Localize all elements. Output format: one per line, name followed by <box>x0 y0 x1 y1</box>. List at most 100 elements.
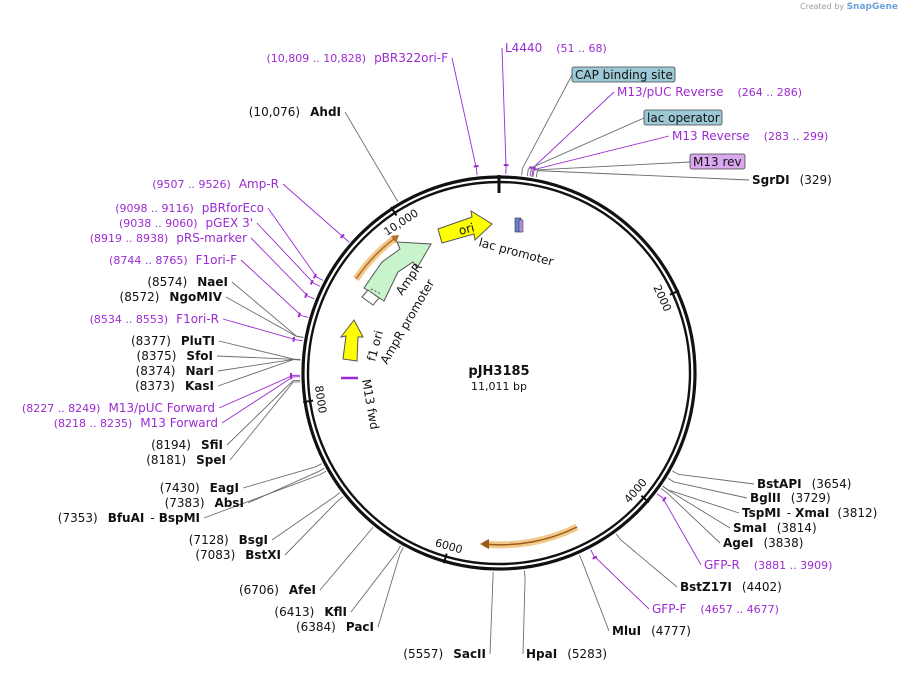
site-position: (7128) <box>189 533 229 547</box>
site-name: BglII <box>750 491 781 505</box>
tick-label: 8000 <box>312 385 329 415</box>
site-position: (8373) <box>135 379 175 393</box>
feature-box-label: CAP binding site <box>575 68 673 82</box>
primer-leader-line <box>250 237 315 300</box>
feature-box <box>689 153 746 170</box>
site-leader-line <box>377 547 404 628</box>
site-position: (7353) <box>58 511 98 525</box>
orf-arrow-bottom-head <box>480 539 489 549</box>
primer-bar <box>340 233 345 239</box>
restriction-site-label: (6413)KflI <box>274 605 347 619</box>
credit-prefix: Created by <box>800 2 845 11</box>
primer-range: (283 .. 299) <box>764 130 829 143</box>
site-leader-line <box>271 492 341 541</box>
site-position: (8572) <box>120 290 160 304</box>
restriction-site-label: (8377) PluTI <box>131 334 215 348</box>
site-leader-line <box>660 488 721 544</box>
site-position: (3812) <box>837 506 877 520</box>
primer-leader-line <box>256 222 321 287</box>
site-name: KflI <box>324 605 347 619</box>
orf-arc-top-line <box>355 237 396 280</box>
restriction-site-label: (10,076)AhdI <box>249 105 341 119</box>
f1-ori-feature-arrow <box>339 319 364 362</box>
restriction-site-label: (6706)AfeI <box>239 583 316 597</box>
primer-name: M13/pUC Forward <box>108 401 215 415</box>
site-leader-line <box>217 359 301 387</box>
snapgene-logo: SnapGene <box>846 2 898 12</box>
restriction-site-label: (7383)AbsI <box>165 496 244 510</box>
primer-name: L4440 <box>505 41 542 55</box>
feature-box <box>571 66 676 83</box>
site-leader-line <box>225 296 304 339</box>
site-leader-line <box>578 554 610 632</box>
site-position: (8377) <box>131 334 171 348</box>
site-name: BstXI <box>245 548 281 562</box>
primer-bar <box>662 496 667 502</box>
site-name: NarI <box>185 364 214 378</box>
primer-bar <box>312 273 317 279</box>
primer-leader-line <box>282 183 350 243</box>
site-position: (8375) <box>137 349 177 363</box>
site-position: (8181) <box>146 453 186 467</box>
site-name: MluI <box>612 624 641 638</box>
tick-mark <box>390 206 398 216</box>
site-name: BsgI <box>239 533 268 547</box>
site-leader-line <box>218 340 301 360</box>
primer-label: (10,809 .. 10,828)pBR322ori-F <box>267 51 449 65</box>
site-name: NaeI <box>197 275 228 289</box>
site-leader-line <box>229 381 301 461</box>
site-name: SfoI <box>186 349 213 363</box>
primer-label: GFP-R(3881 .. 3909) <box>704 558 832 572</box>
primer-leader-line <box>267 207 324 281</box>
site-position: (4402) <box>742 580 782 594</box>
primer-name: GFP-R <box>704 558 740 572</box>
primer-name: F1ori-R <box>176 312 219 326</box>
m13-rev-mark <box>518 219 524 233</box>
restriction-site-label: (7128) BsgI <box>189 533 268 547</box>
restriction-site-label: BstAPI(3654) <box>757 477 851 491</box>
site-name: SfiI <box>201 438 223 452</box>
restriction-site-label: (5557)SacII <box>403 647 486 661</box>
site-name: AbsI <box>215 496 244 510</box>
ampr-feature-arrow <box>363 241 432 302</box>
feature-box-label: lac operator <box>647 111 720 125</box>
restriction-site-label: TspMI-XmaI(3812) <box>742 506 877 520</box>
primer-leader-line <box>451 57 478 176</box>
primer-label: (9098 .. 9116)pBRforEco <box>115 201 264 215</box>
primer-label: (9507 .. 9526)Amp-R <box>152 177 279 191</box>
primer-label: L4440 (51 .. 68) <box>505 41 607 55</box>
plasmid-backbone <box>301 175 697 571</box>
restriction-site-label: (8194)SfiI <box>151 438 223 452</box>
site-position: (5283) <box>567 647 607 661</box>
restriction-site-label: MluI(4777) <box>612 624 691 638</box>
site-leader-line <box>284 496 344 556</box>
lac-promoter-label: lac promoter <box>477 235 555 268</box>
restriction-site-label: (8181)SpeI <box>146 453 226 467</box>
site-position: (7083) <box>195 548 235 562</box>
plasmid-name: pJH3185 <box>468 364 529 379</box>
primer-label: (8227 .. 8249)M13/pUC Forward <box>22 401 215 415</box>
primer-name: M13 Reverse <box>672 129 750 143</box>
ori-feature-arrow <box>437 209 493 244</box>
primer-name: M13/pUC Reverse <box>617 85 724 99</box>
orf-arc-bottom-line <box>483 526 578 546</box>
site-leader-line <box>667 477 748 499</box>
site-name: EagI <box>210 481 239 495</box>
primer-leader-line <box>218 374 301 409</box>
primer-leader-line <box>531 135 670 177</box>
site-name: TspMI <box>742 506 781 520</box>
primer-label: M13/pUC Reverse(264 .. 286) <box>617 85 802 99</box>
site-name: BfuAI <box>108 511 145 525</box>
primer-leader-line <box>656 493 702 566</box>
site-position: (8374) <box>136 364 176 378</box>
site-name: PluTI <box>181 334 215 348</box>
primer-label: (8218 .. 8235)M13 Forward <box>54 416 218 430</box>
plasmid-size: 11,011 bp <box>471 380 527 393</box>
primer-range: (51 .. 68) <box>556 42 607 55</box>
site-name: BstZ17I <box>680 580 732 594</box>
primer-bar <box>592 555 598 560</box>
primer-label: (8534 .. 8553)F1ori-R <box>90 312 219 326</box>
restriction-site-label: (7083) BstXI <box>195 548 281 562</box>
site-name: AhdI <box>310 105 341 119</box>
feature-box <box>643 109 723 126</box>
